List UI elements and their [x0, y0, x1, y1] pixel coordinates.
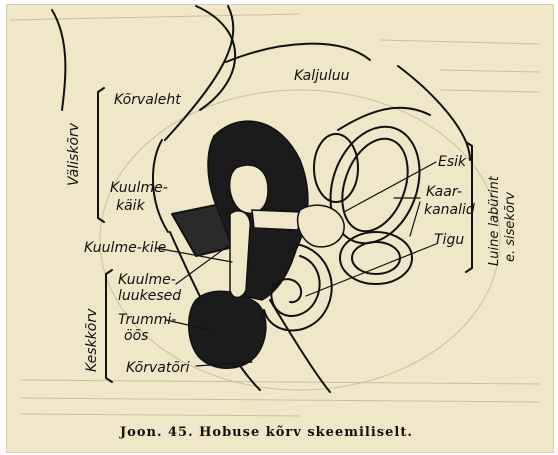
vestibule	[298, 205, 344, 247]
label-kuulmeluukesed-line1: Kuulme-	[118, 272, 176, 288]
label-sisekorv-line2: e. sisekõrv	[503, 192, 518, 262]
label-kuulmeluukesed-line2: luukesed	[118, 288, 181, 304]
tympanic-bulla	[189, 291, 266, 368]
label-kuulmekaik-line1: Kuulme-	[110, 180, 168, 196]
label-kaarkanalid-line1: Kaar-	[426, 184, 462, 200]
label-korvatori: Kõrvatõri	[126, 360, 190, 376]
label-kuulmekaik-line2: käik	[116, 198, 146, 214]
label-kaarkanalid-line2: kanalid	[424, 202, 475, 218]
label-korvaleht: Kõrvaleht	[114, 92, 181, 108]
label-kaljuluu: Kaljuluu	[294, 68, 350, 84]
label-valiskorv: Väliskõrv	[66, 122, 82, 186]
label-keskkorv: Keskkõrv	[84, 308, 100, 372]
label-kuulmekile: Kuulme-kile	[84, 240, 166, 256]
semicircular-canals	[314, 114, 435, 284]
figure-caption: Joon. 45. Hobuse kõrv skeemiliselt.	[119, 425, 413, 440]
label-sisekorv-line1: Luine labürint	[487, 175, 502, 266]
label-trummioos-line1: Trummi-	[118, 312, 176, 328]
label-tigu: Tigu	[434, 232, 464, 248]
label-trummioos-line2: öõs	[124, 328, 148, 344]
label-esik: Esik	[438, 154, 467, 170]
